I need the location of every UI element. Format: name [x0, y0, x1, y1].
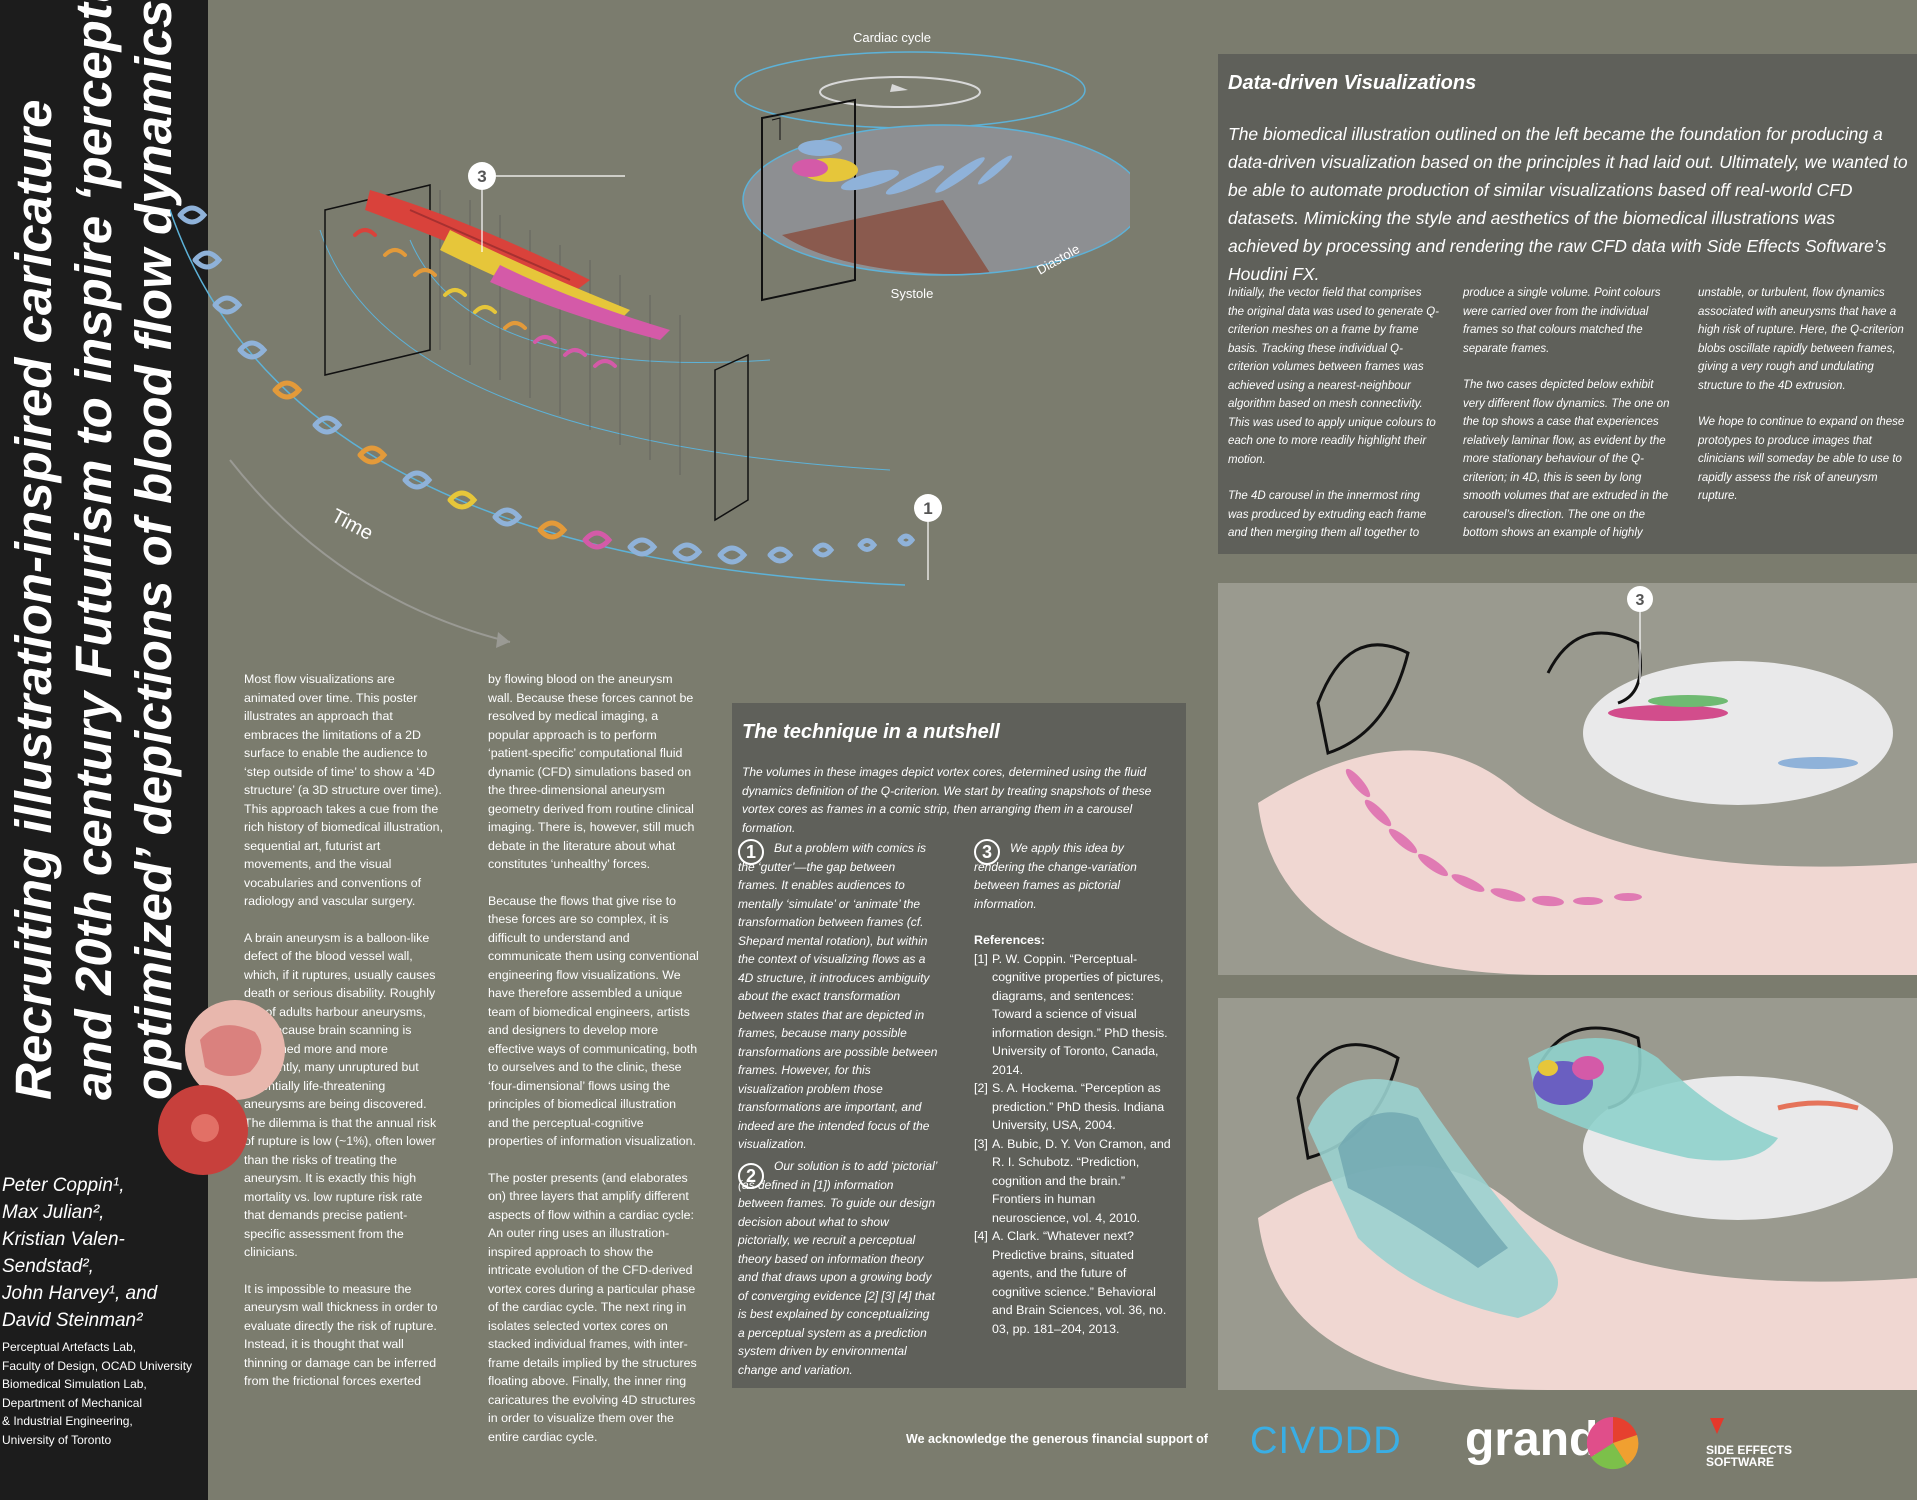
time-label: Time	[328, 505, 377, 545]
civddd-logo: CIVDDD	[1250, 1420, 1402, 1462]
systole-sector	[782, 200, 990, 274]
inner-disk	[1583, 661, 1893, 805]
reference-item: [3]A. Bubic, D. Y. Von Cramon, and R. I.…	[974, 1136, 1171, 1225]
cycle-arrowhead	[890, 84, 908, 92]
dd-paragraph: The two cases depicted below exhibit ver…	[1463, 379, 1670, 539]
technique-item-2: 2 Our solution is to add ‘pictorial’ (as…	[738, 1157, 938, 1379]
technique-title: The technique in a nutshell	[742, 721, 1000, 743]
middle-frame-right	[714, 353, 749, 522]
render-turbulent	[1218, 998, 1917, 1390]
aneurysm-bulge	[191, 1114, 219, 1142]
marker-3-badge	[468, 162, 496, 190]
item-3-text: We apply this idea by rendering the chan…	[974, 841, 1137, 911]
dd-paragraph: Initially, the vector field that compris…	[1228, 287, 1439, 466]
middle-ring-edge	[319, 229, 891, 471]
grand-logo: grand	[1465, 1413, 1599, 1466]
stacked-frame	[761, 98, 856, 302]
marker-1-badge	[914, 494, 942, 522]
author-list: Peter Coppin¹, Max Julian², Kristian Val…	[2, 1172, 207, 1334]
dd-paragraph: We hope to continue to expand on these p…	[1698, 416, 1905, 502]
time-arrowhead	[496, 632, 510, 648]
affiliation-line: Department of Mechanical	[2, 1395, 143, 1410]
item-2-badge: 2	[738, 1163, 764, 1189]
technique-item-3: 3 We apply this idea by rendering the ch…	[974, 839, 1174, 913]
inner-vortex-cluster	[792, 140, 1013, 195]
data-driven-col-2: produce a single volume. Point colours w…	[1463, 284, 1675, 543]
middle-ring-vortices	[353, 228, 617, 368]
black-loop-inner	[1546, 631, 1642, 705]
outer-disk	[1258, 750, 1917, 975]
intro-column-2: by flowing blood on the aneurysm wall. B…	[488, 670, 700, 1464]
render-marker-badge	[1627, 586, 1653, 612]
author-4: John Harvey¹, and	[2, 1283, 158, 1304]
systole-label: Systole	[891, 286, 934, 301]
sidefx-logo: SIDE EFFECTS SOFTWARE	[1706, 1443, 1793, 1469]
intro-paragraph: It is impossible to measure the aneurysm…	[244, 1281, 438, 1389]
technique-item-1: 1 But a problem with comics is the ‘gutt…	[738, 839, 938, 1154]
intro-paragraph: Most flow visualizations are animated ov…	[244, 672, 444, 908]
references: References: [1]P. W. Coppin. “Perceptual…	[974, 931, 1174, 1338]
affiliation-line: Faculty of Design, OCAD University	[2, 1358, 193, 1373]
dd-paragraph: produce a single volume. Point colours w…	[1463, 287, 1661, 355]
dd-paragraph: unstable, or turbulent, flow dynamics as…	[1698, 287, 1904, 392]
item-1-badge: 1	[738, 839, 764, 865]
data-driven-col-1: Initially, the vector field that compris…	[1228, 284, 1440, 543]
laminar-vortices	[1345, 695, 1858, 907]
technique-panel: The technique in a nutshell The volumes …	[732, 703, 1186, 1388]
cardiac-cycle-label: Cardiac cycle	[853, 30, 931, 45]
sidefx-logo-icon	[1710, 1418, 1724, 1434]
affiliation-line: Perceptual Artefacts Lab,	[2, 1340, 137, 1354]
reference-item: [2]S. A. Hockema. “Perception as predict…	[974, 1081, 1165, 1132]
reference-item: [1]P. W. Coppin. “Perceptual-cognitive p…	[974, 951, 1168, 1077]
black-loop	[1316, 643, 1410, 755]
data-driven-panel: Data-driven Visualizations The biomedica…	[1218, 54, 1917, 554]
carousel-illustration: Cardiac cycle Systole Diastole	[170, 30, 1130, 648]
item-1-text: But a problem with comics is the ‘gutter…	[738, 841, 938, 1151]
brain-aneurysm-illustration	[158, 1000, 285, 1175]
title-line-2: and 20th century Futurism to inspire ‘pe…	[65, 0, 122, 1100]
intro-paragraph: Because the flows that give rise to thes…	[488, 893, 699, 1149]
render-marker-number: 3	[1636, 592, 1645, 609]
middle-frame-left	[324, 184, 431, 376]
caricature-extrusion	[365, 190, 670, 340]
author-1: Peter Coppin¹,	[2, 1175, 125, 1196]
inner-ring	[742, 124, 1130, 276]
intro-paragraph: The poster presents (and elaborates on) …	[488, 1170, 697, 1444]
turbulent-vortices	[1308, 1038, 1859, 1318]
reference-item: [4]A. Clark. “Whatever next? Predictive …	[974, 1229, 1167, 1336]
cardiac-cycle-ring	[734, 51, 1086, 129]
time-arrow	[229, 459, 511, 643]
technique-intro: The volumes in these images depict vorte…	[742, 765, 1152, 835]
data-driven-lead: The biomedical illustration outlined on …	[1228, 124, 1908, 284]
brain-vessels	[200, 1025, 262, 1076]
data-driven-col-3: unstable, or turbulent, flow dynamics as…	[1698, 284, 1910, 506]
dd-paragraph: The 4D carousel in the innermost ring wa…	[1228, 490, 1427, 539]
intro-column-1: Most flow visualizations are animated ov…	[244, 670, 444, 1409]
marker-1-number: 1	[923, 499, 932, 518]
affiliations: Perceptual Artefacts Lab, Faculty of Des…	[2, 1338, 207, 1449]
intro-paragraph: by flowing blood on the aneurysm wall. B…	[488, 672, 695, 871]
render-laminar: 3	[1218, 583, 1917, 975]
title-line-1: Recruiting illustration-inspired caricat…	[5, 99, 62, 1100]
author-5: David Steinman²	[2, 1310, 143, 1331]
author-3: Kristian Valen-Sendstad²,	[2, 1229, 125, 1277]
affiliation-line: Biomedical Simulation Lab,	[2, 1377, 147, 1391]
marker-3-number: 3	[477, 167, 486, 186]
frame-edge	[771, 117, 781, 140]
references-title: References:	[974, 933, 1045, 947]
outer-ring-vortices	[177, 205, 916, 565]
item-3-badge: 3	[974, 839, 1000, 865]
title-sidebar	[0, 0, 208, 1500]
grand-logo-icon	[1586, 1416, 1639, 1470]
cycle-arrow-ring	[819, 76, 981, 108]
affiliation-line: & Industrial Engineering,	[2, 1414, 133, 1428]
item-2-text: Our solution is to add ‘pictorial’ (as d…	[738, 1159, 937, 1377]
affiliation-line: University of Toronto	[2, 1432, 112, 1447]
author-2: Max Julian²,	[2, 1202, 105, 1223]
intro-paragraph: A brain aneurysm is a balloon-like defec…	[244, 930, 437, 1260]
data-driven-title: Data-driven Visualizations	[1228, 72, 1477, 94]
acknowledgement-text: We acknowledge the generous financial su…	[906, 1432, 1208, 1446]
